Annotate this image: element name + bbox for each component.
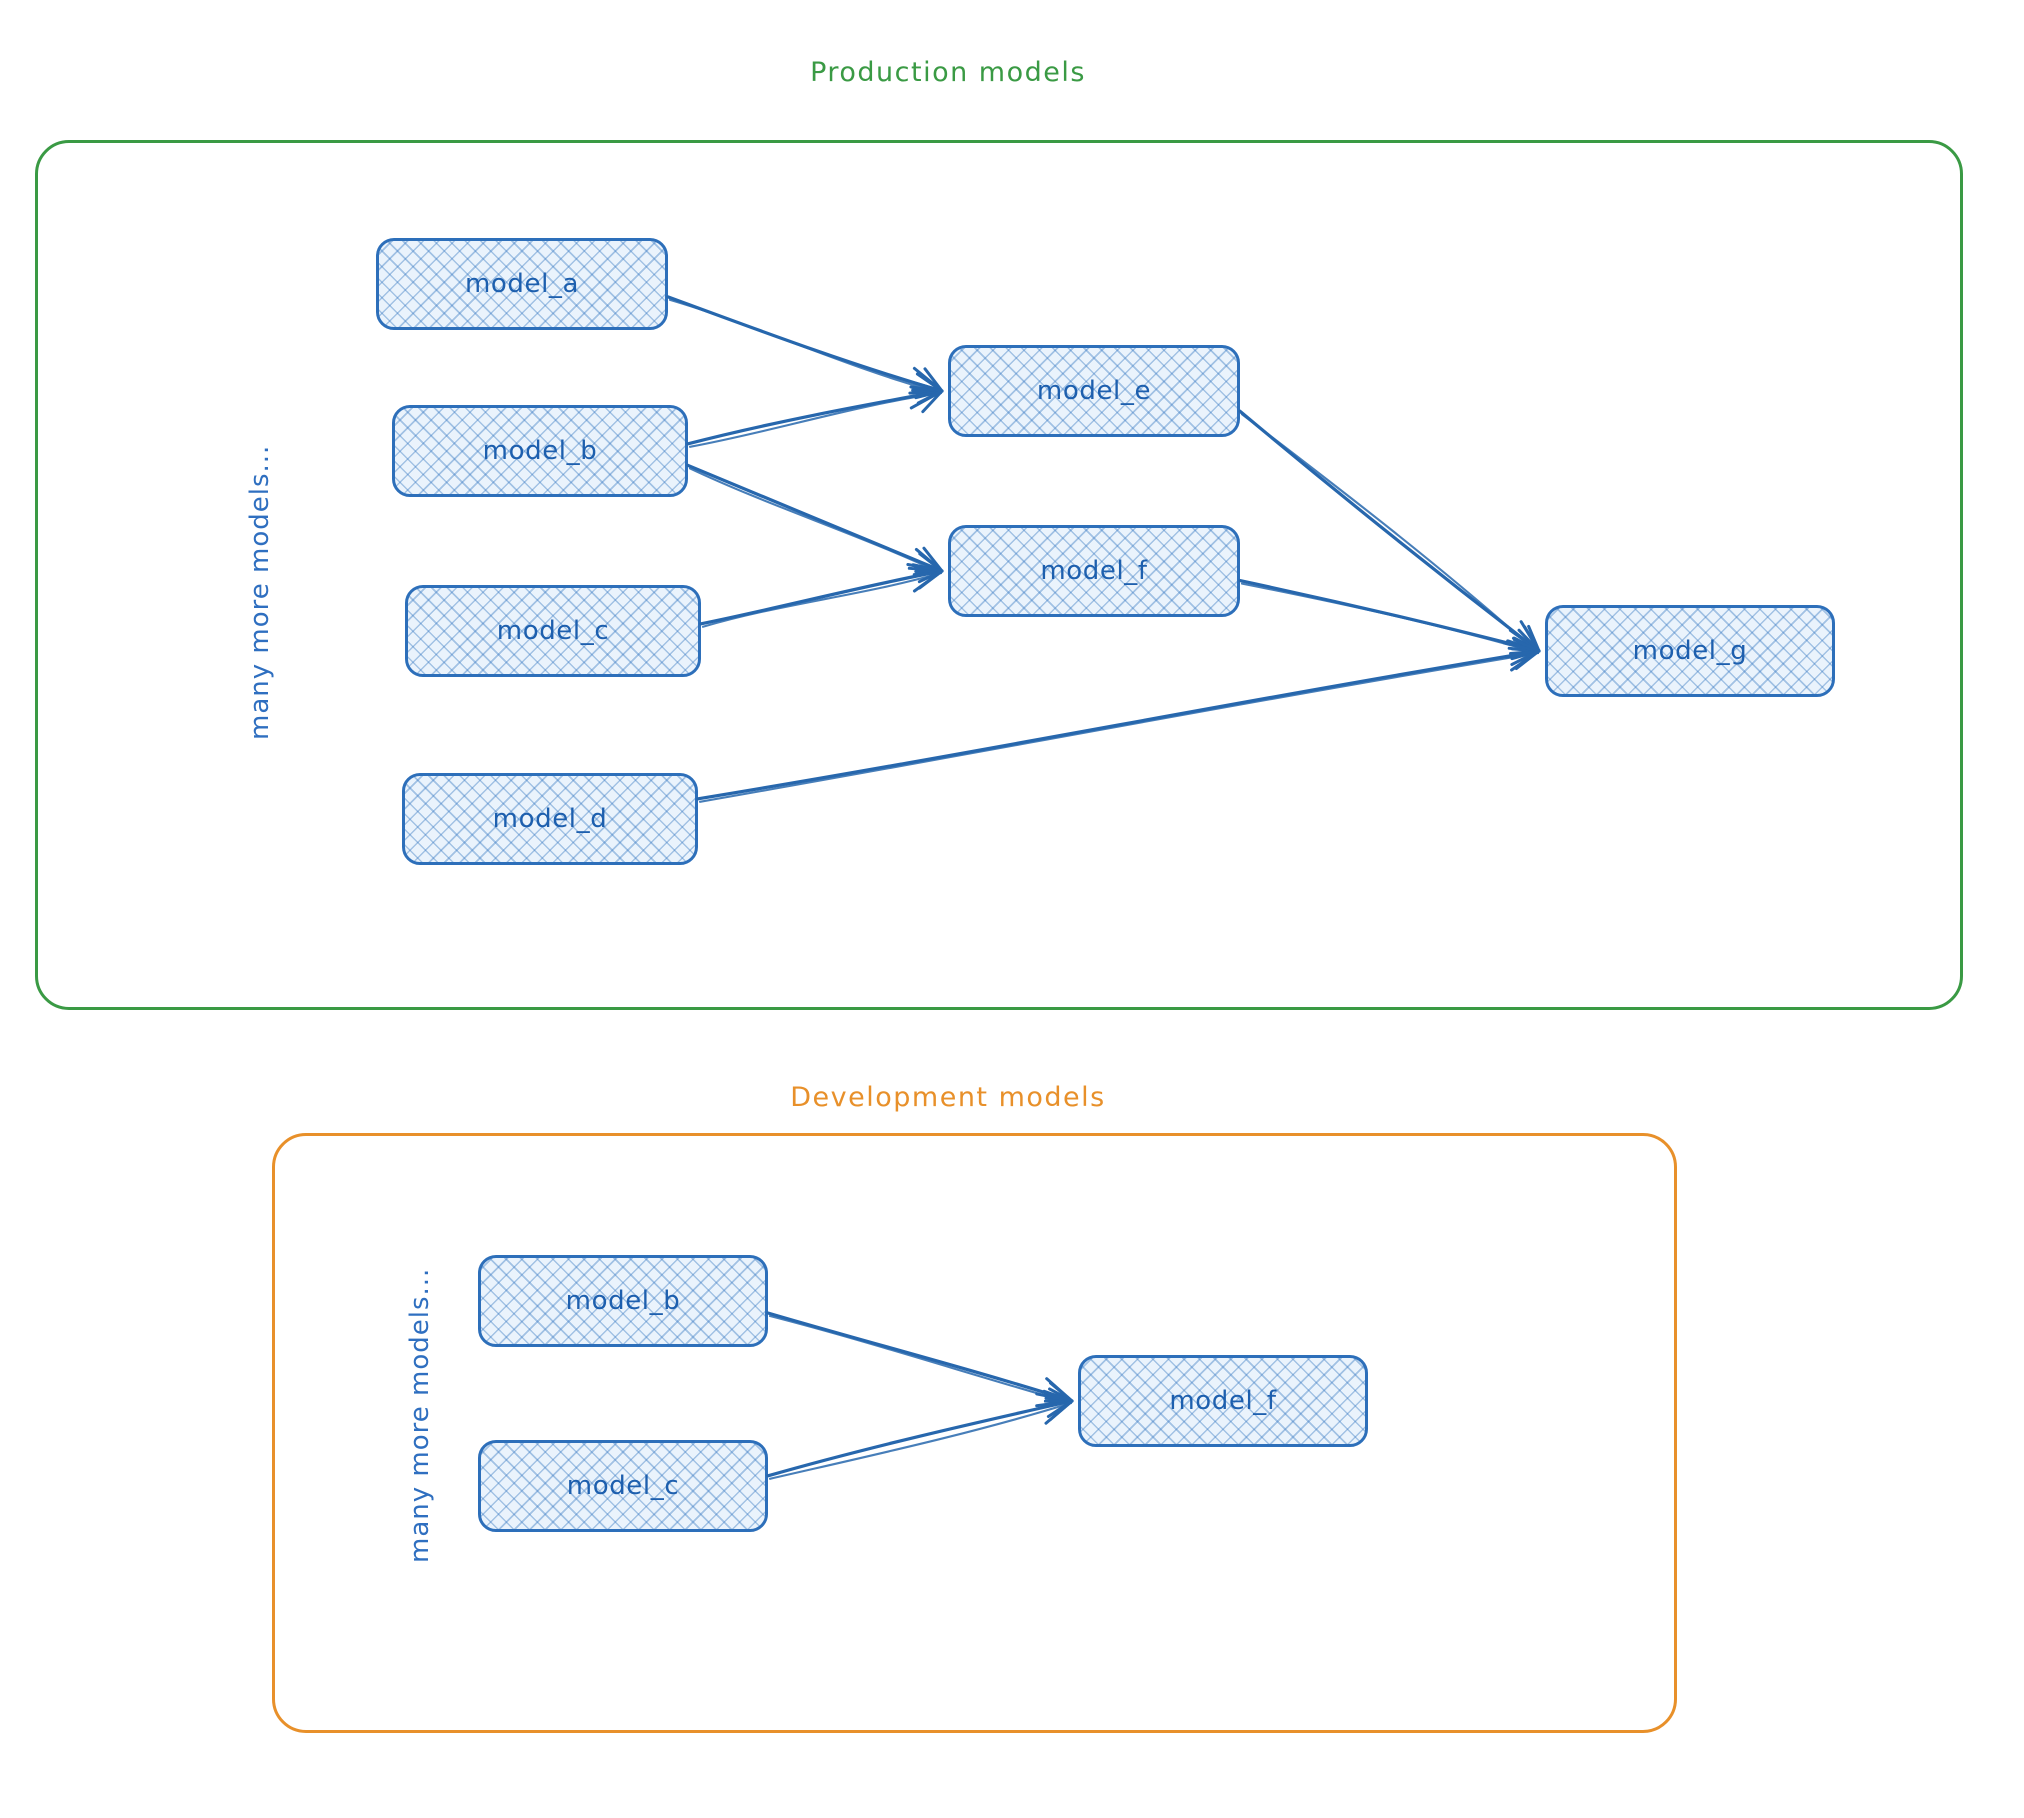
node-prod-model-c[interactable]: model_c (405, 585, 701, 677)
node-label: model_b (482, 436, 598, 466)
development-many-more-models-note: many more models... (405, 1267, 435, 1563)
production-group-box (35, 140, 1963, 1010)
development-group-box (272, 1133, 1677, 1733)
node-label: model_g (1632, 636, 1748, 666)
node-label: model_a (464, 269, 580, 299)
node-dev-model-c[interactable]: model_c (478, 1440, 768, 1532)
node-prod-model-a[interactable]: model_a (376, 238, 668, 330)
development-group-title: Development models (790, 1082, 1106, 1113)
node-prod-model-g[interactable]: model_g (1545, 605, 1835, 697)
node-dev-model-b[interactable]: model_b (478, 1255, 768, 1347)
node-label: model_d (492, 804, 608, 834)
node-label: model_f (1169, 1386, 1277, 1416)
node-prod-model-b[interactable]: model_b (392, 405, 688, 497)
node-prod-model-d[interactable]: model_d (402, 773, 698, 865)
node-label: model_f (1040, 556, 1148, 586)
node-prod-model-e[interactable]: model_e (948, 345, 1240, 437)
node-prod-model-f[interactable]: model_f (948, 525, 1240, 617)
node-dev-model-f[interactable]: model_f (1078, 1355, 1368, 1447)
node-label: model_e (1036, 376, 1152, 406)
node-label: model_c (496, 616, 610, 646)
node-label: model_c (566, 1471, 680, 1501)
production-group-title: Production models (810, 57, 1086, 88)
node-label: model_b (565, 1286, 681, 1316)
production-many-more-models-note: many more models... (245, 444, 275, 740)
